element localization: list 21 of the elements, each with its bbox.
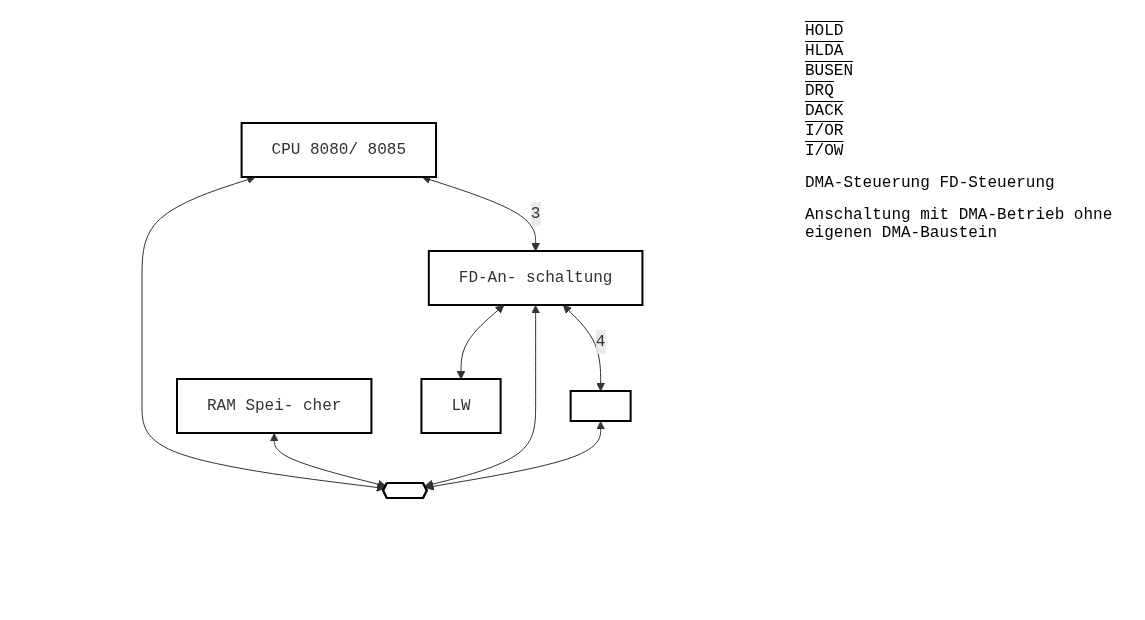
node-box: CPU 8080/ 8085	[240, 121, 438, 178]
signal-name: DMA-Steuerung FD-Steuerung	[805, 174, 1056, 192]
arrow	[456, 304, 505, 379]
node-box: RAM Spei- cher	[176, 377, 373, 434]
edge-label: 3	[531, 204, 541, 223]
edge-label: 4	[596, 332, 606, 351]
signal-name: I/OW	[805, 142, 845, 160]
arrow	[424, 304, 541, 488]
arrow	[563, 304, 606, 391]
arrow	[270, 432, 387, 488]
signal-name: HOLD	[805, 22, 845, 40]
signal-name: HLDA	[805, 42, 845, 60]
signal-name: I/OR	[805, 122, 845, 140]
signal-name: DACK	[805, 102, 845, 120]
signal-name: Anschaltung mit DMA-Betrieb ohne eigenen DMA-Baustein	[805, 206, 1114, 242]
node-box	[569, 389, 632, 422]
signal-name: DRQ	[805, 82, 835, 100]
arrow	[425, 420, 606, 491]
node-box: FD-An- schaltung	[428, 249, 644, 306]
node-box: LW	[420, 377, 502, 434]
signal-name: BUSEN	[805, 62, 854, 80]
